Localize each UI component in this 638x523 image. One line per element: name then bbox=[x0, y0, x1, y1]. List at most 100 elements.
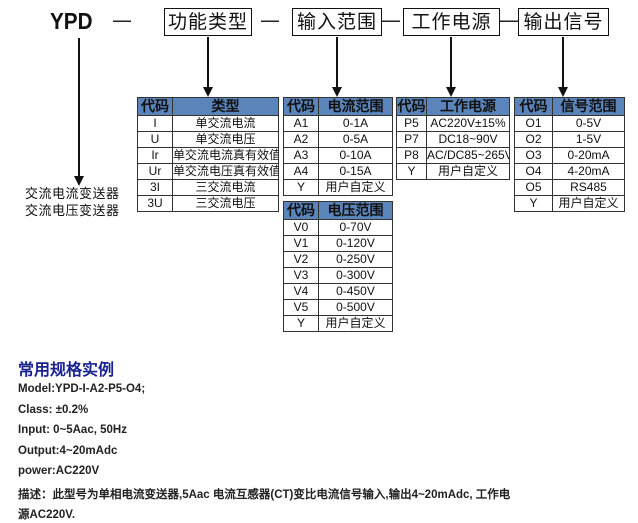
column-header: 代码 bbox=[396, 97, 427, 116]
value-cell: 1-5V bbox=[552, 131, 625, 148]
code-cell: O3 bbox=[514, 147, 553, 164]
code-cell: A4 bbox=[283, 163, 319, 180]
table-header-row: 代码电流范围 bbox=[283, 97, 393, 116]
value-cell: 0-15A bbox=[318, 163, 393, 180]
column-header: 类型 bbox=[172, 97, 279, 116]
value-cell: 0-5V bbox=[552, 115, 625, 132]
power-supply-box: 工作电源 bbox=[403, 8, 500, 36]
code-cell: V5 bbox=[283, 299, 319, 316]
code-cell: O1 bbox=[514, 115, 553, 132]
column-header: 电压范围 bbox=[318, 201, 393, 220]
code-cell: A1 bbox=[283, 115, 319, 132]
table-header-row: 代码类型 bbox=[137, 97, 279, 116]
code-cell: V0 bbox=[283, 219, 319, 236]
value-cell: RS485 bbox=[552, 179, 625, 196]
code-cell: U bbox=[137, 131, 173, 148]
example-power: power:AC220V bbox=[18, 465, 100, 477]
value-cell: 0-120V bbox=[318, 235, 393, 252]
example-output: Output:4~20mAdc bbox=[18, 445, 118, 457]
column-header: 代码 bbox=[137, 97, 173, 116]
value-cell: 0-5A bbox=[318, 131, 393, 148]
separator-dash: — bbox=[381, 8, 401, 32]
example-class: Class: ±0.2% bbox=[18, 404, 89, 416]
model-prefix: YPD bbox=[50, 8, 93, 34]
column-header: 代码 bbox=[283, 97, 319, 116]
code-cell: P5 bbox=[396, 115, 427, 132]
arrow-down-icon bbox=[74, 176, 84, 186]
value-cell: 0-20mA bbox=[552, 147, 625, 164]
code-cell: A3 bbox=[283, 147, 319, 164]
value-cell: DC18~90V bbox=[426, 131, 510, 148]
code-cell: I bbox=[137, 115, 173, 132]
column-header: 工作电源 bbox=[426, 97, 510, 116]
example-heading: 常用规格实例 bbox=[18, 360, 115, 379]
value-cell: 0-450V bbox=[318, 283, 393, 300]
value-cell: 0-250V bbox=[318, 251, 393, 268]
separator-dash: — bbox=[260, 8, 280, 32]
arrow-down-icon bbox=[332, 87, 342, 97]
code-cell: O4 bbox=[514, 163, 553, 180]
code-cell: O5 bbox=[514, 179, 553, 196]
code-cell: V4 bbox=[283, 283, 319, 300]
value-cell: 0-300V bbox=[318, 267, 393, 284]
separator-dash: — bbox=[499, 8, 519, 32]
example-description: 描述：此型号为单相电流变送器,5Aac 电流互感器(CT)变比电流信号输入,输出… bbox=[18, 489, 511, 501]
code-cell: Y bbox=[283, 179, 319, 196]
value-cell: 单交流电流 bbox=[172, 115, 279, 132]
value-cell: 用户自定义 bbox=[426, 163, 510, 180]
arrow-line bbox=[336, 37, 338, 89]
code-cell: Y bbox=[283, 315, 319, 332]
value-cell: 单交流电流真有效值 bbox=[172, 147, 279, 164]
value-cell: 单交流电压真有效值 bbox=[172, 163, 279, 180]
table-header-row: 代码电压范围 bbox=[283, 201, 393, 220]
value-cell: 三交流电压 bbox=[172, 195, 279, 212]
arrow-down-icon bbox=[203, 87, 213, 97]
code-cell: 3I bbox=[137, 179, 173, 196]
column-header: 代码 bbox=[514, 97, 553, 116]
arrow-line bbox=[207, 37, 209, 89]
value-cell: 用户自定义 bbox=[552, 195, 625, 212]
example-input: Input: 0~5Aac, 50Hz bbox=[18, 424, 127, 436]
column-header: 信号范围 bbox=[552, 97, 625, 116]
value-cell: 0-70V bbox=[318, 219, 393, 236]
arrow-down-icon bbox=[558, 87, 568, 97]
code-cell: V1 bbox=[283, 235, 319, 252]
value-cell: 用户自定义 bbox=[318, 179, 393, 196]
code-cell: A2 bbox=[283, 131, 319, 148]
code-cell: Ir bbox=[137, 147, 173, 164]
code-cell: V3 bbox=[283, 267, 319, 284]
arrow-line bbox=[78, 38, 80, 178]
code-cell: O2 bbox=[514, 131, 553, 148]
value-cell: 0-1A bbox=[318, 115, 393, 132]
value-cell: 单交流电压 bbox=[172, 131, 279, 148]
value-cell: 三交流电流 bbox=[172, 179, 279, 196]
voltage-transmitter-label: 交流电压变送器 bbox=[25, 204, 120, 219]
code-cell: P7 bbox=[396, 131, 427, 148]
table-header-row: 代码工作电源 bbox=[396, 97, 510, 116]
code-cell: Y bbox=[514, 195, 553, 212]
